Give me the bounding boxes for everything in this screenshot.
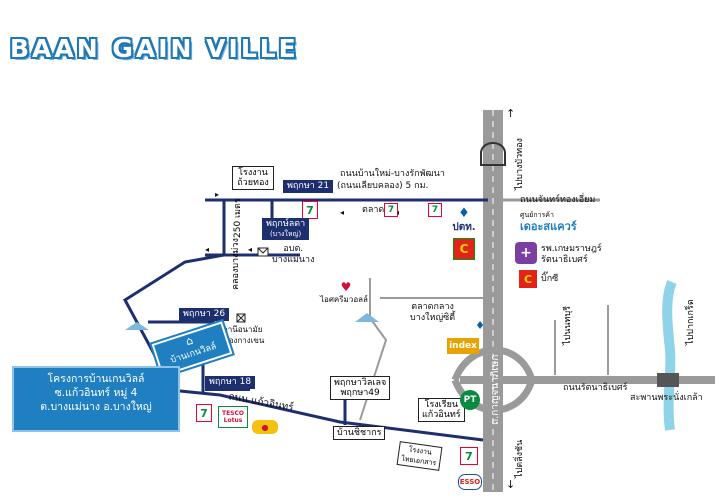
big-c-label: บิ๊กซี — [541, 274, 559, 284]
seven-eleven-logo: 7 — [460, 447, 478, 465]
pruksa21-label: พฤกษา 21 — [283, 180, 334, 193]
esso-logo: ESSO — [458, 474, 482, 490]
obt-label: อบต.บางแม่นาง — [272, 244, 315, 265]
hospital-logo: + — [515, 242, 537, 264]
big-c-logo-2: C — [519, 270, 537, 288]
klong-bang-muang-label: คลองบางม่วง — [231, 238, 241, 290]
health-station-label: สถานีอนามัยหนองกางเขน — [218, 325, 265, 345]
distance-label: 250 เมตร — [233, 198, 243, 238]
side-road-label: ไปนนทบุรี — [563, 305, 573, 345]
arrow-icon: ◂ — [340, 208, 344, 217]
map-title: BAAN GAIN VILLE — [10, 34, 299, 63]
seven-eleven-logo: 7 — [384, 203, 398, 217]
factory-twai-thong: โรงงาน ถ้วยทอง — [232, 166, 274, 190]
house-icon: ⌂ — [184, 333, 195, 349]
highway-sign-icon — [480, 142, 506, 166]
seven-eleven-logo: 7 — [196, 404, 212, 422]
arrow-icon: ▸ — [215, 190, 219, 199]
pruksa26-label: พฤกษา 26 — [179, 308, 230, 321]
river — [662, 279, 677, 431]
chanthong-road-label: ถนนจันทร์ทองเอี่ยม — [520, 195, 596, 205]
pruksa18-label: พฤกษา 18 — [205, 376, 256, 389]
chichakorn-label: บ้านชิชากร — [333, 426, 386, 440]
project-callout: โครงการบ้านเกนวิลล์ ซ.แก้วอินทร์ หมู่ 4 … — [12, 366, 180, 432]
index-logo: index — [447, 338, 479, 354]
interchange-loop — [451, 378, 536, 414]
bridge-label: สะพานพระนั่งเกล้า — [630, 393, 703, 403]
ptt-drop-icon: ♦ — [475, 318, 485, 332]
ice-cream-logo: ♥ — [340, 280, 352, 294]
seven-eleven-logo: 7 — [428, 203, 442, 217]
ptt-flame-icon: ♦ — [458, 206, 470, 221]
gazebo-icon — [125, 322, 149, 330]
arrow-icon: ◂ — [248, 245, 252, 254]
arrow-icon: ◂ — [205, 245, 209, 254]
down-arrow-icon: ↓ — [506, 478, 515, 491]
rattanathibet-label: ถนนรัตนาธิเบศร์ — [563, 383, 628, 393]
big-c-logo: C — [453, 238, 475, 260]
seven-eleven-logo: 7 — [302, 201, 318, 219]
ice-cream-label: ไอศครีมวอลล์ — [320, 295, 368, 304]
top-road-label-1: ถนนบ้านใหม่-บางรักพัฒนา — [340, 169, 445, 179]
pt-station-logo: PT — [460, 390, 480, 410]
school-label: โรงเรียนแก้วอินทร์ — [418, 398, 465, 422]
to-bang-bua-thong-label: ไปบางบัวทอง — [515, 138, 525, 190]
market-label: ตลาดกลางบางใหญ่ซิตี้ — [410, 302, 456, 323]
to-pak-kret-label: ไปปากเกร็ด — [686, 299, 696, 345]
kaew-in-road — [169, 388, 484, 442]
hospital-label: รพ.เกษมราษฎร์รัตนาธิเบศร์ — [541, 244, 602, 265]
interchange-loop — [451, 346, 536, 382]
chemical-logo: ● — [252, 420, 278, 434]
pruksa-ladda-label: พฤกษ์ลดา(บางใหญ่) — [262, 218, 310, 240]
callout-line-3: ต.บางแม่นาง อ.บางใหญ่ — [40, 401, 152, 413]
highway-label: ถ.กาญจนาภิเษก — [490, 354, 501, 425]
up-arrow-icon: ↑ — [506, 107, 515, 120]
callout-line-2: ซ.แก้วอินทร์ หมู่ 4 — [54, 387, 138, 399]
tesco-lotus-logo: TESCO Lotus — [218, 406, 248, 428]
callout-line-1: โครงการบ้านเกนวิลล์ — [47, 373, 145, 385]
talad-label: ตลาด — [362, 205, 385, 215]
pruksa-villa-label: พฤกษาวิลเลจพฤกษา49 — [330, 376, 391, 400]
bridge-marker — [657, 373, 679, 387]
shopping-center-label: ศูนย์การค้าเดอะสแควร์ — [520, 211, 577, 233]
top-road-label-2: (ถนนเลียบคลอง) 5 กม. — [337, 181, 429, 191]
gazebo-icon — [355, 313, 379, 322]
ptt-logo: ♦ปตท. — [452, 206, 476, 233]
mail-icon — [257, 247, 269, 257]
to-bang-khun-thin-label: ไปตลิ่งชัน — [515, 439, 525, 478]
